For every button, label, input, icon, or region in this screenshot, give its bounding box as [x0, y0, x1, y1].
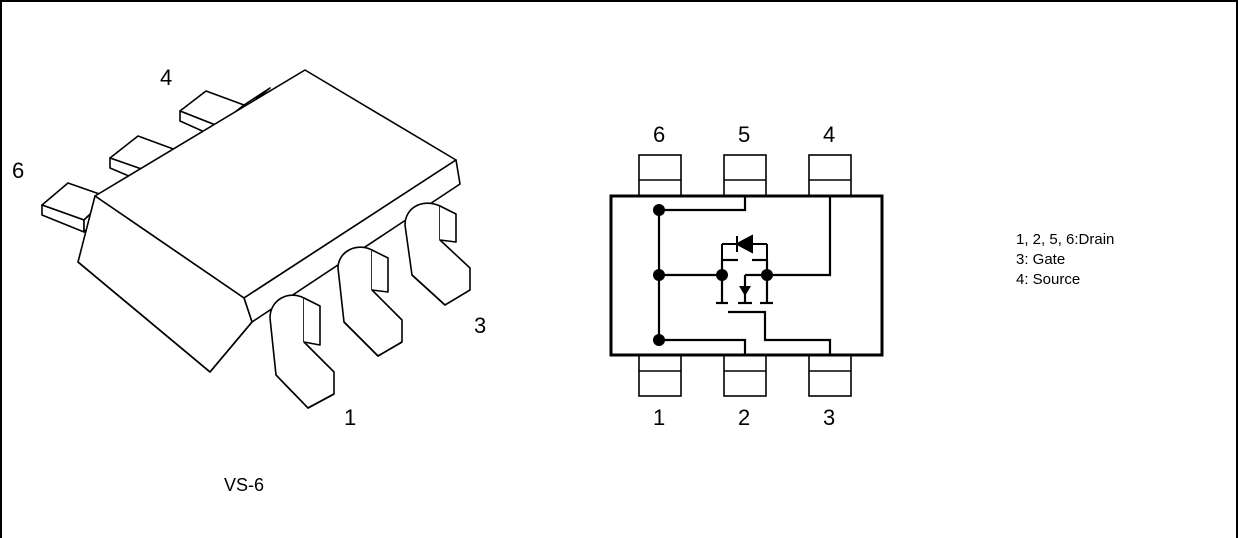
package-pin-label-6: 6	[12, 158, 24, 183]
top-pin-number: 6	[653, 122, 665, 147]
legend-line-gate: 3: Gate	[1016, 251, 1066, 268]
package-3d-drawing	[41, 69, 471, 409]
bottom-pin-number: 1	[653, 405, 665, 430]
pin-function-legend: 1, 2, 5, 6:Drain 3: Gate 4: Source	[1016, 230, 1114, 290]
top-pin-number: 4	[823, 122, 835, 147]
bottom-pin-number: 3	[823, 405, 835, 430]
bottom-pad-2	[723, 354, 767, 397]
legend-line-source: 4: Source	[1016, 271, 1081, 288]
junction-dot	[653, 334, 665, 346]
legend-line-drain: 1, 2, 5, 6:Drain	[1016, 231, 1115, 248]
front-lead-3	[404, 202, 471, 306]
top-pad-6	[638, 154, 682, 197]
front-lead-1	[269, 294, 335, 409]
top-pin-number: 5	[738, 122, 750, 147]
package-name: VS-6	[224, 475, 264, 495]
package-pin-label-1: 1	[344, 405, 356, 430]
schematic-pinout: 6 5 4 1 2 3	[609, 122, 884, 430]
junction-dot	[716, 269, 728, 281]
channel-arrow	[739, 286, 751, 296]
junction-dot	[653, 204, 665, 216]
top-pad-5	[723, 154, 767, 197]
junction-dot	[761, 269, 773, 281]
package-body-bottom	[77, 261, 253, 373]
package-pin-label-4: 4	[160, 65, 172, 90]
junction-dot	[653, 269, 665, 281]
front-lead-2	[337, 246, 403, 357]
bottom-pin-number: 2	[738, 405, 750, 430]
bottom-pad-3	[808, 354, 852, 397]
body-diode	[721, 234, 768, 260]
package-pin-label-3: 3	[474, 313, 486, 338]
bottom-pad-1	[638, 354, 682, 397]
top-pad-4	[808, 154, 852, 197]
